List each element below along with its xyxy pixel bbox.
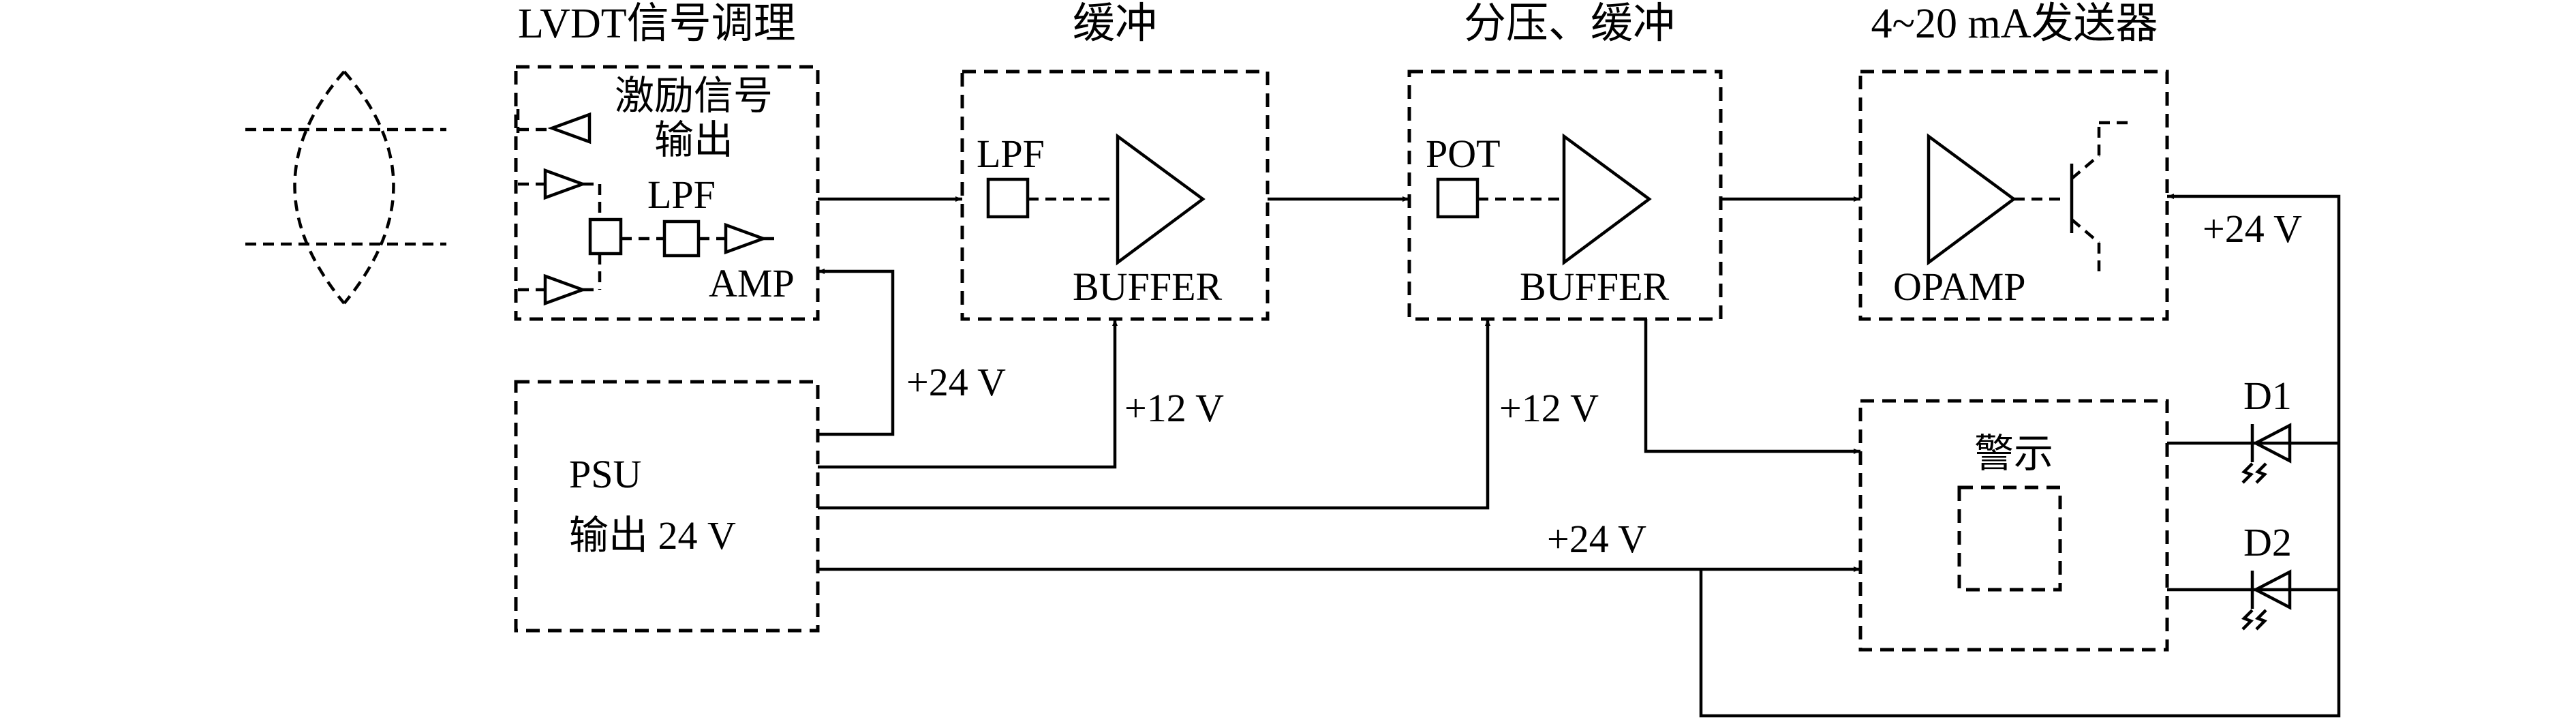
excite-label-line2: 输出 — [654, 118, 733, 162]
input-amp-bottom-icon — [518, 254, 602, 306]
input-amp-top-icon — [518, 168, 602, 220]
transmitter-block: OPAMP — [1858, 70, 2169, 321]
buffer1-lpf-icon — [986, 177, 1030, 219]
lvdt-title: LVDT信号调理 — [518, 1, 796, 47]
d2-label: D2 — [2243, 520, 2292, 564]
rail-12v-buffer1 — [818, 319, 1118, 469]
amp-label: AMP — [709, 261, 795, 305]
rail-12v-buffer2-label: +12 V — [1499, 386, 1599, 430]
transmitter-supply-label: +24 V — [2203, 207, 2302, 251]
rail-12v-buffer2 — [818, 319, 1490, 510]
psu-label-line2: 输出 24 V — [569, 513, 736, 558]
buffer2-buffer-label: BUFFER — [1520, 265, 1670, 309]
buffer2-title: 分压、缓冲 — [1464, 1, 1675, 47]
alarm-block: 警示 — [1858, 399, 2169, 652]
buffer1-amp-icon — [1116, 133, 1206, 266]
buffer1-buffer-label: BUFFER — [1073, 265, 1223, 309]
buffer1-title: 缓冲 — [1073, 1, 1157, 47]
psu-label-line1: PSU — [569, 452, 641, 496]
excite-label-line1: 激励信号 — [615, 74, 773, 118]
transmitter-title: 4~20 mA发送器 — [1871, 1, 2158, 47]
buffer2-to-alarm-line — [1644, 319, 1860, 454]
opamp-icon — [1927, 133, 2017, 266]
buffer1-block: LPF BUFFER — [960, 70, 1270, 321]
rail-24v-alarm-label: +24 V — [1547, 517, 1646, 561]
loop-return-line — [1699, 194, 2341, 718]
transistor-icon — [2070, 121, 2133, 273]
psu-block: PSU 输出 24 V — [514, 380, 820, 633]
rail-24v-lvdt-label: +24 V — [906, 360, 1006, 404]
buffer2-pot-label: POT — [1426, 132, 1501, 176]
diode-d2-icon — [2167, 569, 2339, 631]
lvdt-sensor-icon — [245, 70, 446, 305]
lvdt-lpf-icon — [662, 220, 701, 258]
buffer2-block: POT BUFFER — [1407, 70, 1723, 321]
lvdt-lpf-label: LPF — [647, 172, 716, 217]
buffer1-lpf-label: LPF — [977, 132, 1045, 176]
alarm-indicator-icon — [1957, 485, 2062, 592]
alarm-label: 警示 — [1974, 432, 2053, 476]
excitation-amp-icon — [516, 109, 592, 145]
buffer2-amp-icon — [1562, 133, 1652, 266]
rail-12v-buffer1-label: +12 V — [1124, 386, 1224, 430]
opamp-label: OPAMP — [1893, 265, 2026, 309]
diode-d1-icon — [2167, 423, 2339, 484]
pot-icon — [1436, 177, 1479, 219]
output-amp-icon — [724, 222, 768, 255]
demod-icon — [588, 217, 623, 256]
d1-label: D1 — [2243, 374, 2292, 418]
lvdt-conditioning-block: 激励信号 输出 LPF AMP — [514, 65, 820, 321]
rail-24v-lvdt — [818, 269, 895, 436]
